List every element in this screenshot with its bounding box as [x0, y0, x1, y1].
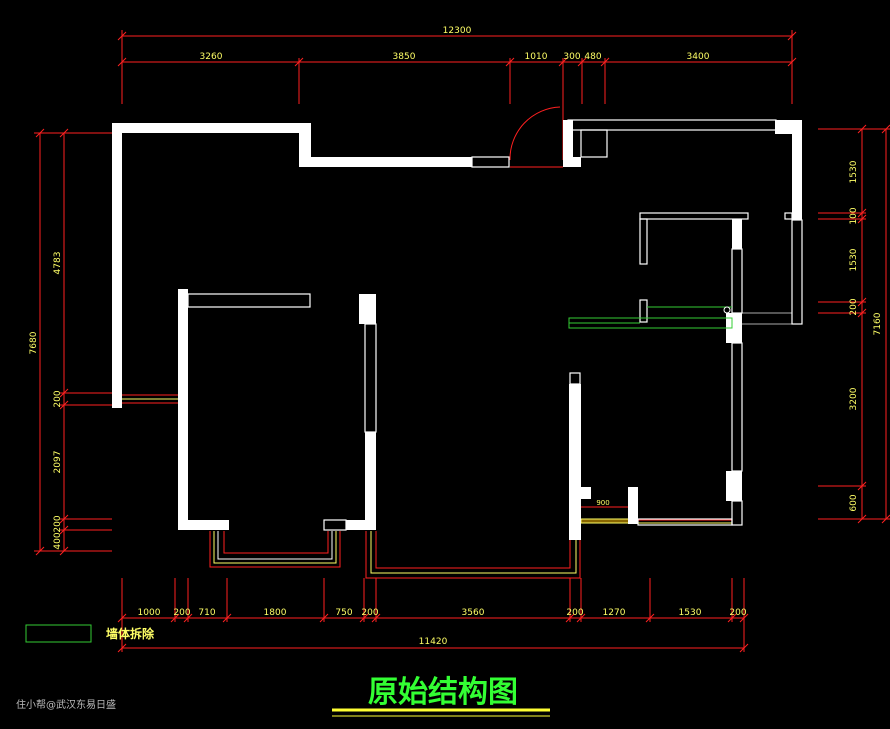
demolish-walls	[568, 306, 733, 329]
right-dimensions	[818, 124, 890, 524]
legend-swatch	[25, 624, 92, 643]
dim-bottom-10: 1530	[679, 608, 702, 618]
legend-label: 墙体拆除	[106, 626, 155, 641]
drawing-title: 原始结构图	[368, 675, 518, 710]
detail-lines	[122, 100, 792, 579]
pipe-marker	[723, 306, 731, 314]
dim-top-5: 480	[584, 52, 601, 62]
thin-walls	[187, 119, 803, 531]
dim-right-3: 1530	[849, 248, 859, 271]
dim-top-6: 3400	[687, 52, 710, 62]
dim-bottom-total: 11420	[419, 637, 448, 647]
dim-bottom-3: 710	[198, 608, 215, 618]
walls	[112, 120, 802, 540]
dim-top-total: 12300	[443, 26, 472, 36]
dim-bottom-8: 200	[566, 608, 583, 618]
dim-top-3: 1010	[525, 52, 548, 62]
dim-bottom-11: 200	[729, 608, 746, 618]
dim-right-6: 600	[849, 494, 859, 511]
dim-left-1: 4783	[53, 252, 63, 275]
dim-bottom-6: 200	[361, 608, 378, 618]
left-dimensions	[34, 128, 112, 556]
top-dimensions	[117, 30, 797, 104]
dim-bottom-1: 1000	[138, 608, 161, 618]
watermark: 住小帮@武汉东易日盛	[16, 698, 116, 711]
dim-bottom-4: 1800	[264, 608, 287, 618]
dim-top-1: 3260	[200, 52, 223, 62]
bottom-dimensions	[117, 578, 749, 653]
dim-bottom-5: 750	[335, 608, 352, 618]
dim-right-total: 7160	[873, 312, 883, 335]
dim-bottom-7: 3560	[462, 608, 485, 618]
dim-left-4: 200	[53, 515, 63, 532]
dim-left-3: 2097	[53, 451, 63, 474]
dim-inner: 900	[596, 499, 609, 507]
dim-bottom-2: 200	[173, 608, 190, 618]
dim-right-4: 200	[849, 298, 859, 315]
dim-bottom-9: 1270	[603, 608, 626, 618]
dim-top-2: 3850	[393, 52, 416, 62]
dim-top-4: 300	[563, 52, 580, 62]
dim-left-total: 7680	[29, 331, 39, 354]
dim-left-5: 400	[53, 532, 63, 549]
dim-right-5: 3200	[849, 387, 859, 410]
dim-right-2: 100	[849, 207, 859, 224]
dim-right-1: 1530	[849, 160, 859, 183]
dim-left-2: 200	[53, 390, 63, 407]
